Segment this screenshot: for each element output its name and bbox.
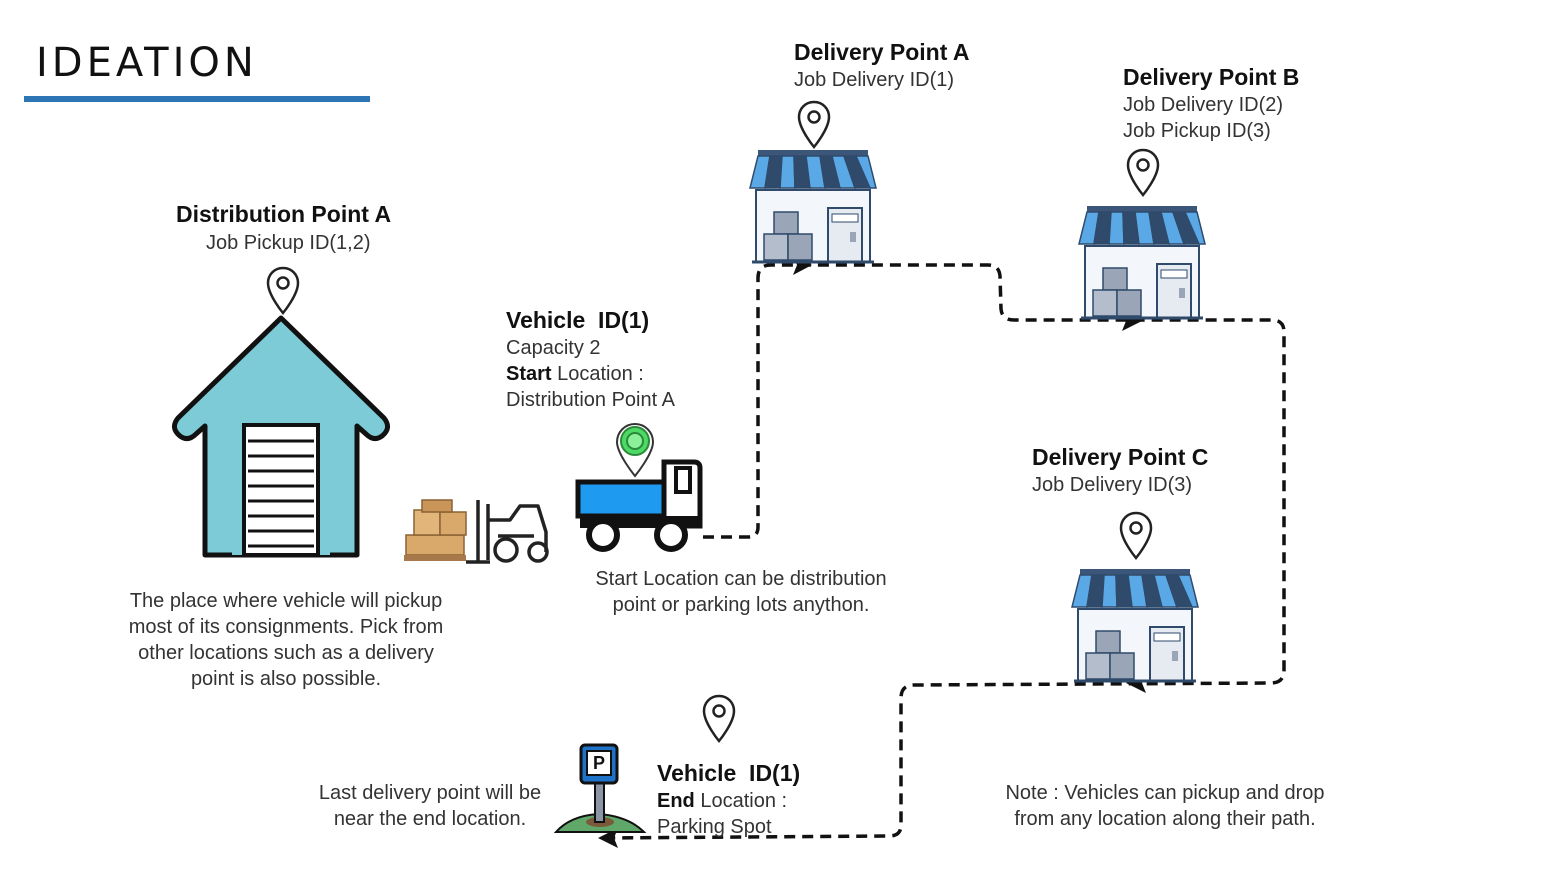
delivery-c-job: Job Delivery ID(3) [1032, 474, 1193, 496]
vehicle-start-location-value: Distribution Point A [506, 389, 675, 411]
parking-sign-icon [553, 743, 647, 833]
delivery-b-name: Delivery Point B [1123, 64, 1300, 90]
distribution-point-jobs: Job Pickup ID(1,2) [206, 232, 371, 254]
general-note: Note : Vehicles can pickup and drop from… [968, 780, 1362, 832]
note-line: from any location along their path. [1014, 808, 1316, 830]
vehicle-end-name: Vehicle ID(1) [657, 760, 801, 786]
pallet-boxes-icon [404, 499, 467, 561]
distribution-point-name: Distribution Point A [176, 201, 392, 227]
title-underline [24, 96, 370, 102]
start-bold: Start [506, 363, 552, 385]
page-title: IDEATION [36, 40, 258, 86]
delivery-a-shop-icon [748, 150, 878, 264]
delivery-a-job: Job Delivery ID(1) [794, 69, 955, 91]
distribution-description: The place where vehicle will pickup most… [96, 588, 476, 692]
end-location-pin-icon [702, 694, 736, 743]
vehicle-start-location-label: Start Location : [506, 361, 644, 387]
delivery-a-name: Delivery Point A [794, 39, 970, 65]
description-line: point is also possible. [190, 668, 382, 690]
delivery-c-name: Delivery Point C [1032, 444, 1209, 470]
note-line: Last delivery point will be [318, 782, 542, 804]
warehouse-icon [172, 315, 390, 558]
forklift-icon [466, 500, 549, 564]
end-location-note: Last delivery point will be near the end… [290, 780, 570, 832]
delivery-b-job: Job Pickup ID(3) [1123, 120, 1271, 142]
parking-sign-letter: P [592, 753, 605, 773]
description-line: other locations such as a delivery [138, 642, 434, 664]
delivery-b-pin-icon [1126, 148, 1160, 197]
vehicle-end-location-label: End Location : [657, 788, 787, 814]
note-line: near the end location. [333, 808, 527, 830]
distribution-pin-icon [266, 266, 300, 315]
vehicle-start-name: Vehicle ID(1) [506, 307, 650, 333]
description-line: The place where vehicle will pickup [129, 590, 443, 612]
start-rest: Location : [551, 363, 644, 385]
start-location-pin-icon [615, 422, 655, 478]
delivery-b-shop-icon [1077, 206, 1207, 320]
delivery-c-shop-icon [1070, 569, 1200, 683]
delivery-b-job: Job Delivery ID(2) [1123, 94, 1284, 116]
delivery-a-pin-icon [797, 100, 831, 149]
vehicle-end-location-value: Parking Spot [657, 816, 772, 838]
start-location-note: Start Location can be distribution point… [561, 566, 921, 618]
delivery-c-pin-icon [1119, 511, 1153, 560]
note-line: Note : Vehicles can pickup and drop [1005, 782, 1325, 804]
end-rest: Location : [694, 790, 788, 812]
note-line: point or parking lots anython. [612, 594, 870, 616]
vehicle-capacity: Capacity 2 [506, 337, 601, 359]
note-line: Start Location can be distribution [595, 568, 887, 590]
end-bold: End [657, 790, 695, 812]
truck-icon [575, 459, 703, 552]
description-line: most of its consignments. Pick from [128, 616, 444, 638]
route-path [599, 263, 1286, 840]
